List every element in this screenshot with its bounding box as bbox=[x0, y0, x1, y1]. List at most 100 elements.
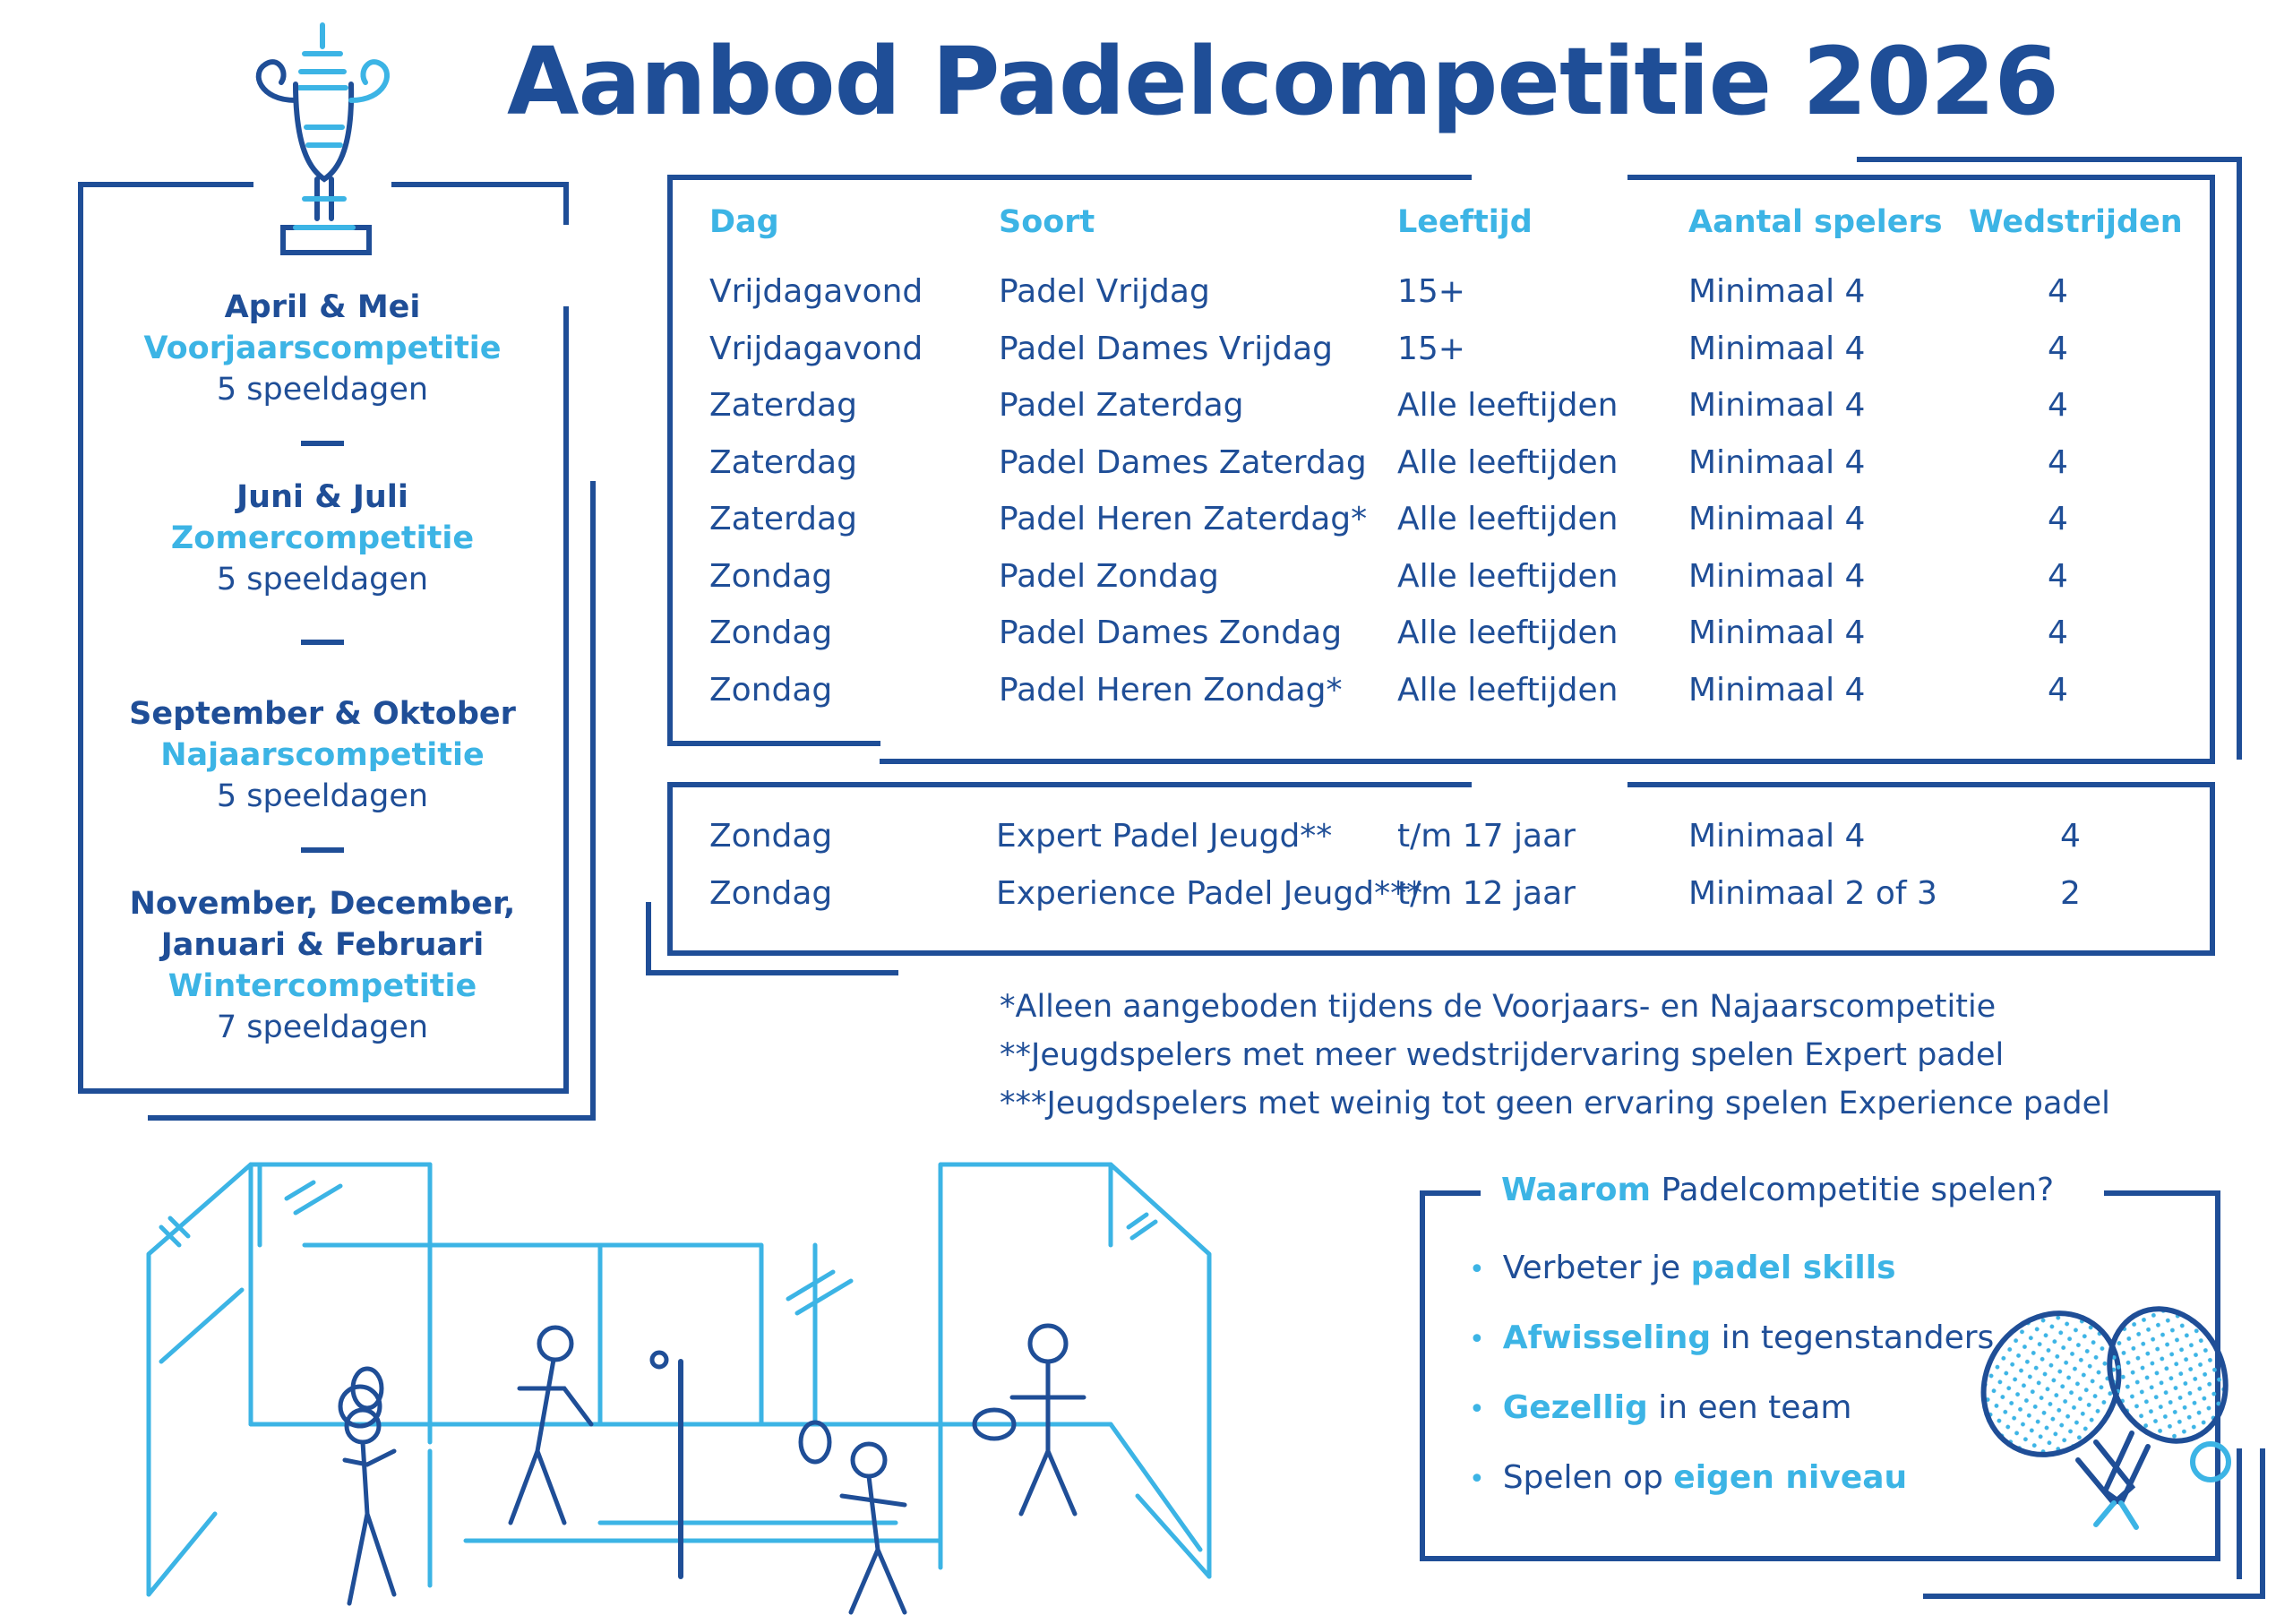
page-title: Aanbod Padelcompetitie 2026 bbox=[507, 27, 2059, 136]
table-cell: Vrijdagavond bbox=[709, 273, 923, 310]
bullet-text: in een team bbox=[1647, 1389, 1852, 1426]
table-cell: Padel Zaterdag bbox=[999, 387, 1244, 424]
header-age: Leeftijd bbox=[1397, 204, 1533, 240]
table-cell: Alle leeftijden bbox=[1397, 557, 1619, 595]
season-name: Wintercompetitie bbox=[167, 968, 477, 1004]
table-cell: Alle leeftijden bbox=[1397, 443, 1619, 481]
why-title: Waarom Padelcompetitie spelen? bbox=[1501, 1172, 2054, 1208]
youth-table-cell: Zondag bbox=[709, 818, 833, 855]
season-months: November, December, bbox=[129, 886, 516, 922]
bullet-text: Spelen op bbox=[1502, 1459, 1674, 1496]
season-spring: April & Mei Voorjaarscompetitie 5 speeld… bbox=[81, 287, 564, 410]
why-title-bold: Waarom bbox=[1501, 1172, 1652, 1208]
footnote: **Jeugdspelers met meer wedstrijdervarin… bbox=[1000, 1037, 2005, 1073]
table-cell: Vrijdagavond bbox=[709, 330, 923, 367]
youth-table-cell: Experience Padel Jeugd*** bbox=[996, 875, 1423, 912]
season-name: Zomercompetitie bbox=[170, 520, 475, 556]
table-cell: 4 bbox=[2048, 387, 2068, 424]
table-cell: Minimaal 4 bbox=[1688, 501, 1866, 537]
header-players: Aantal spelers bbox=[1688, 204, 1943, 240]
table-cell: Alle leeftijden bbox=[1397, 387, 1619, 424]
footnotes: *Alleen aangeboden tijdens de Voorjaars-… bbox=[1000, 983, 2110, 1128]
table-cell: Minimaal 4 bbox=[1688, 443, 1866, 481]
youth-table-cell: Minimaal 2 of 3 bbox=[1688, 875, 1937, 912]
footnote: ***Jeugdspelers met weinig tot geen erva… bbox=[1000, 1086, 2110, 1121]
why-bullet: •Gezellig in een team bbox=[1469, 1389, 1994, 1459]
padel-court-illustration bbox=[146, 1162, 1212, 1615]
season-divider bbox=[301, 640, 344, 645]
table-cell: Minimaal 4 bbox=[1688, 557, 1866, 595]
table-cell: Padel Vrijdag bbox=[999, 273, 1210, 310]
bullet-highlight: Afwisseling bbox=[1502, 1319, 1712, 1356]
why-bullet: •Verbeter je padel skills bbox=[1469, 1250, 1994, 1319]
bullet-dot-icon: • bbox=[1469, 1464, 1485, 1495]
table-cell: Zondag bbox=[709, 557, 833, 595]
youth-table-cell: 2 bbox=[2060, 875, 2081, 912]
table-cell: 4 bbox=[2048, 273, 2068, 310]
youth-table-cell: Zondag bbox=[709, 875, 833, 912]
season-months: Januari & Februari bbox=[160, 927, 485, 963]
table-cell: 4 bbox=[2048, 557, 2068, 595]
why-bullet: • Spelen op eigen niveau bbox=[1469, 1459, 1994, 1529]
footnote: *Alleen aangeboden tijdens de Voorjaars-… bbox=[1000, 989, 1997, 1025]
season-days: 7 speeldagen bbox=[216, 1010, 429, 1045]
season-days: 5 speeldagen bbox=[216, 778, 429, 814]
table-cell: Padel Heren Zondag* bbox=[999, 671, 1343, 709]
table-cell: Padel Heren Zaterdag* bbox=[999, 501, 1368, 537]
table-cell: Minimaal 4 bbox=[1688, 671, 1866, 709]
table-cell: 15+ bbox=[1397, 330, 1465, 367]
season-days: 5 speeldagen bbox=[216, 372, 429, 408]
season-winter: November, December, Januari & Februari W… bbox=[81, 883, 564, 1048]
padel-rackets-icon bbox=[1980, 1306, 2231, 1530]
why-bullet: •Afwisseling in tegenstanders bbox=[1469, 1319, 1994, 1389]
season-name: Voorjaarscompetitie bbox=[143, 331, 502, 366]
table-cell: Padel Zondag bbox=[999, 557, 1219, 595]
youth-table-cell: Minimaal 4 bbox=[1688, 818, 1866, 855]
table-cell: Padel Dames Vrijdag bbox=[999, 330, 1333, 367]
youth-table-cell: Expert Padel Jeugd** bbox=[996, 818, 1333, 855]
season-divider bbox=[301, 441, 344, 446]
table-cell: Alle leeftijden bbox=[1397, 614, 1619, 651]
table-cell: 4 bbox=[2048, 671, 2068, 709]
season-divider bbox=[301, 847, 344, 853]
table-cell: Padel Dames Zondag bbox=[999, 614, 1343, 651]
bullet-text: Verbeter je bbox=[1502, 1250, 1691, 1286]
table-cell: Minimaal 4 bbox=[1688, 387, 1866, 424]
table-cell: 4 bbox=[2048, 501, 2068, 537]
season-summer: Juni & Juli Zomercompetitie 5 speeldagen bbox=[81, 477, 564, 600]
season-name: Najaarscompetitie bbox=[160, 737, 485, 773]
seasons-list: April & Mei Voorjaarscompetitie 5 speeld… bbox=[81, 287, 564, 1048]
table-cell: Zaterdag bbox=[709, 443, 857, 481]
table-cell: Minimaal 4 bbox=[1688, 273, 1866, 310]
table-cell: Minimaal 4 bbox=[1688, 614, 1866, 651]
why-bullets: •Verbeter je padel skills •Afwisseling i… bbox=[1469, 1250, 1994, 1529]
bullet-highlight: eigen niveau bbox=[1673, 1459, 1908, 1496]
table-cell: Zaterdag bbox=[709, 387, 857, 424]
season-months: September & Oktober bbox=[129, 696, 516, 732]
table-cell: Zondag bbox=[709, 614, 833, 651]
table-cell: 4 bbox=[2048, 614, 2068, 651]
header-type: Soort bbox=[999, 204, 1095, 240]
youth-table-cell: t/m 17 jaar bbox=[1397, 818, 1576, 855]
bullet-dot-icon: • bbox=[1469, 1254, 1485, 1285]
season-months: April & Mei bbox=[224, 289, 421, 325]
why-title-rest: Padelcompetitie spelen? bbox=[1651, 1172, 2055, 1208]
table-cell: Zondag bbox=[709, 671, 833, 709]
table-cell: Zaterdag bbox=[709, 501, 857, 537]
season-days: 5 speeldagen bbox=[216, 562, 429, 597]
table-cell: 15+ bbox=[1397, 273, 1465, 310]
header-day: Dag bbox=[709, 204, 779, 240]
trophy-icon bbox=[255, 22, 390, 255]
youth-table-cell: t/m 12 jaar bbox=[1397, 875, 1576, 912]
table-cell: Padel Dames Zaterdag bbox=[999, 443, 1367, 481]
bullet-dot-icon: • bbox=[1469, 1394, 1485, 1425]
season-autumn: September & Oktober Najaarscompetitie 5 … bbox=[81, 693, 564, 817]
season-months: Juni & Juli bbox=[236, 479, 408, 515]
bullet-dot-icon: • bbox=[1469, 1324, 1485, 1355]
header-matches: Wedstrijden bbox=[1969, 204, 2183, 240]
table-cell: Alle leeftijden bbox=[1397, 501, 1619, 537]
table-cell: 4 bbox=[2048, 330, 2068, 367]
table-cell: Minimaal 4 bbox=[1688, 330, 1866, 367]
table-cell: 4 bbox=[2048, 443, 2068, 481]
